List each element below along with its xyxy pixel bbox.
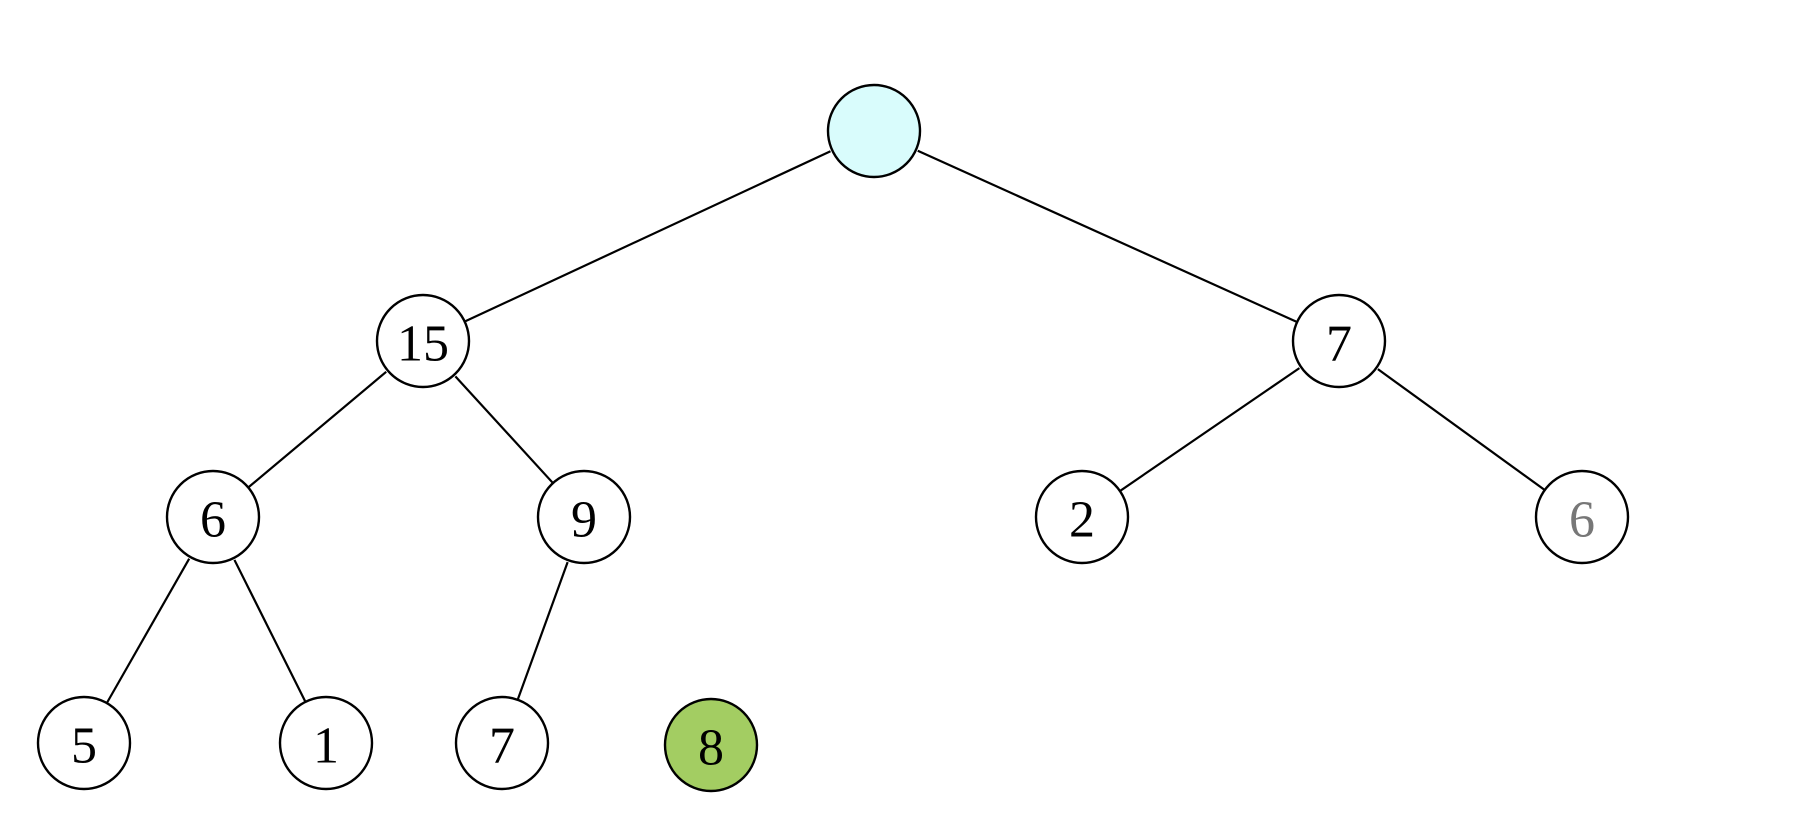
tree-node: 5 (36, 695, 132, 791)
inserted-node: 8 (663, 697, 759, 793)
node-label: 7 (1326, 316, 1352, 373)
node-circle (36, 695, 132, 791)
node-label: 8 (698, 720, 724, 777)
node-label: 6 (1569, 492, 1595, 549)
tree-edge (233, 559, 311, 712)
node-circle (165, 469, 261, 565)
node-circle (454, 695, 550, 791)
node-label: 5 (71, 718, 97, 775)
tree-edge (100, 558, 191, 713)
node-circle (826, 83, 922, 179)
tree-node: 7 (1291, 293, 1387, 389)
node-circle (1291, 293, 1387, 389)
tree-edge (454, 375, 561, 492)
node-label: 6 (200, 492, 226, 549)
tree-node: 2 (1034, 469, 1130, 565)
tree-edge (239, 370, 387, 495)
node-label: 2 (1069, 492, 1095, 549)
node-label: 1 (313, 718, 339, 775)
tree-edge (917, 149, 1307, 328)
node-label: 15 (397, 316, 449, 373)
node-circle (278, 695, 374, 791)
root-node (826, 83, 922, 179)
tree-node: 1 (278, 695, 374, 791)
tree-edge (455, 150, 831, 327)
nodes-layer: 15 7 6 9 2 6 5 1 7 8 (36, 83, 1630, 793)
tree-node: 6 (165, 469, 261, 565)
tree-node: 7 (454, 695, 550, 791)
tree-node: 9 (536, 469, 632, 565)
node-label: 7 (489, 718, 515, 775)
tree-node: 6 (1534, 469, 1630, 565)
node-circle (375, 293, 471, 389)
node-circle (663, 697, 759, 793)
tree-edge (1111, 367, 1301, 498)
edges-layer (100, 149, 1554, 713)
tree-edge (1377, 368, 1554, 497)
node-circle (1034, 469, 1130, 565)
node-circle (536, 469, 632, 565)
tree-node: 15 (375, 293, 471, 389)
node-label: 9 (571, 492, 597, 549)
tree-edge (513, 561, 569, 710)
node-circle (1534, 469, 1630, 565)
